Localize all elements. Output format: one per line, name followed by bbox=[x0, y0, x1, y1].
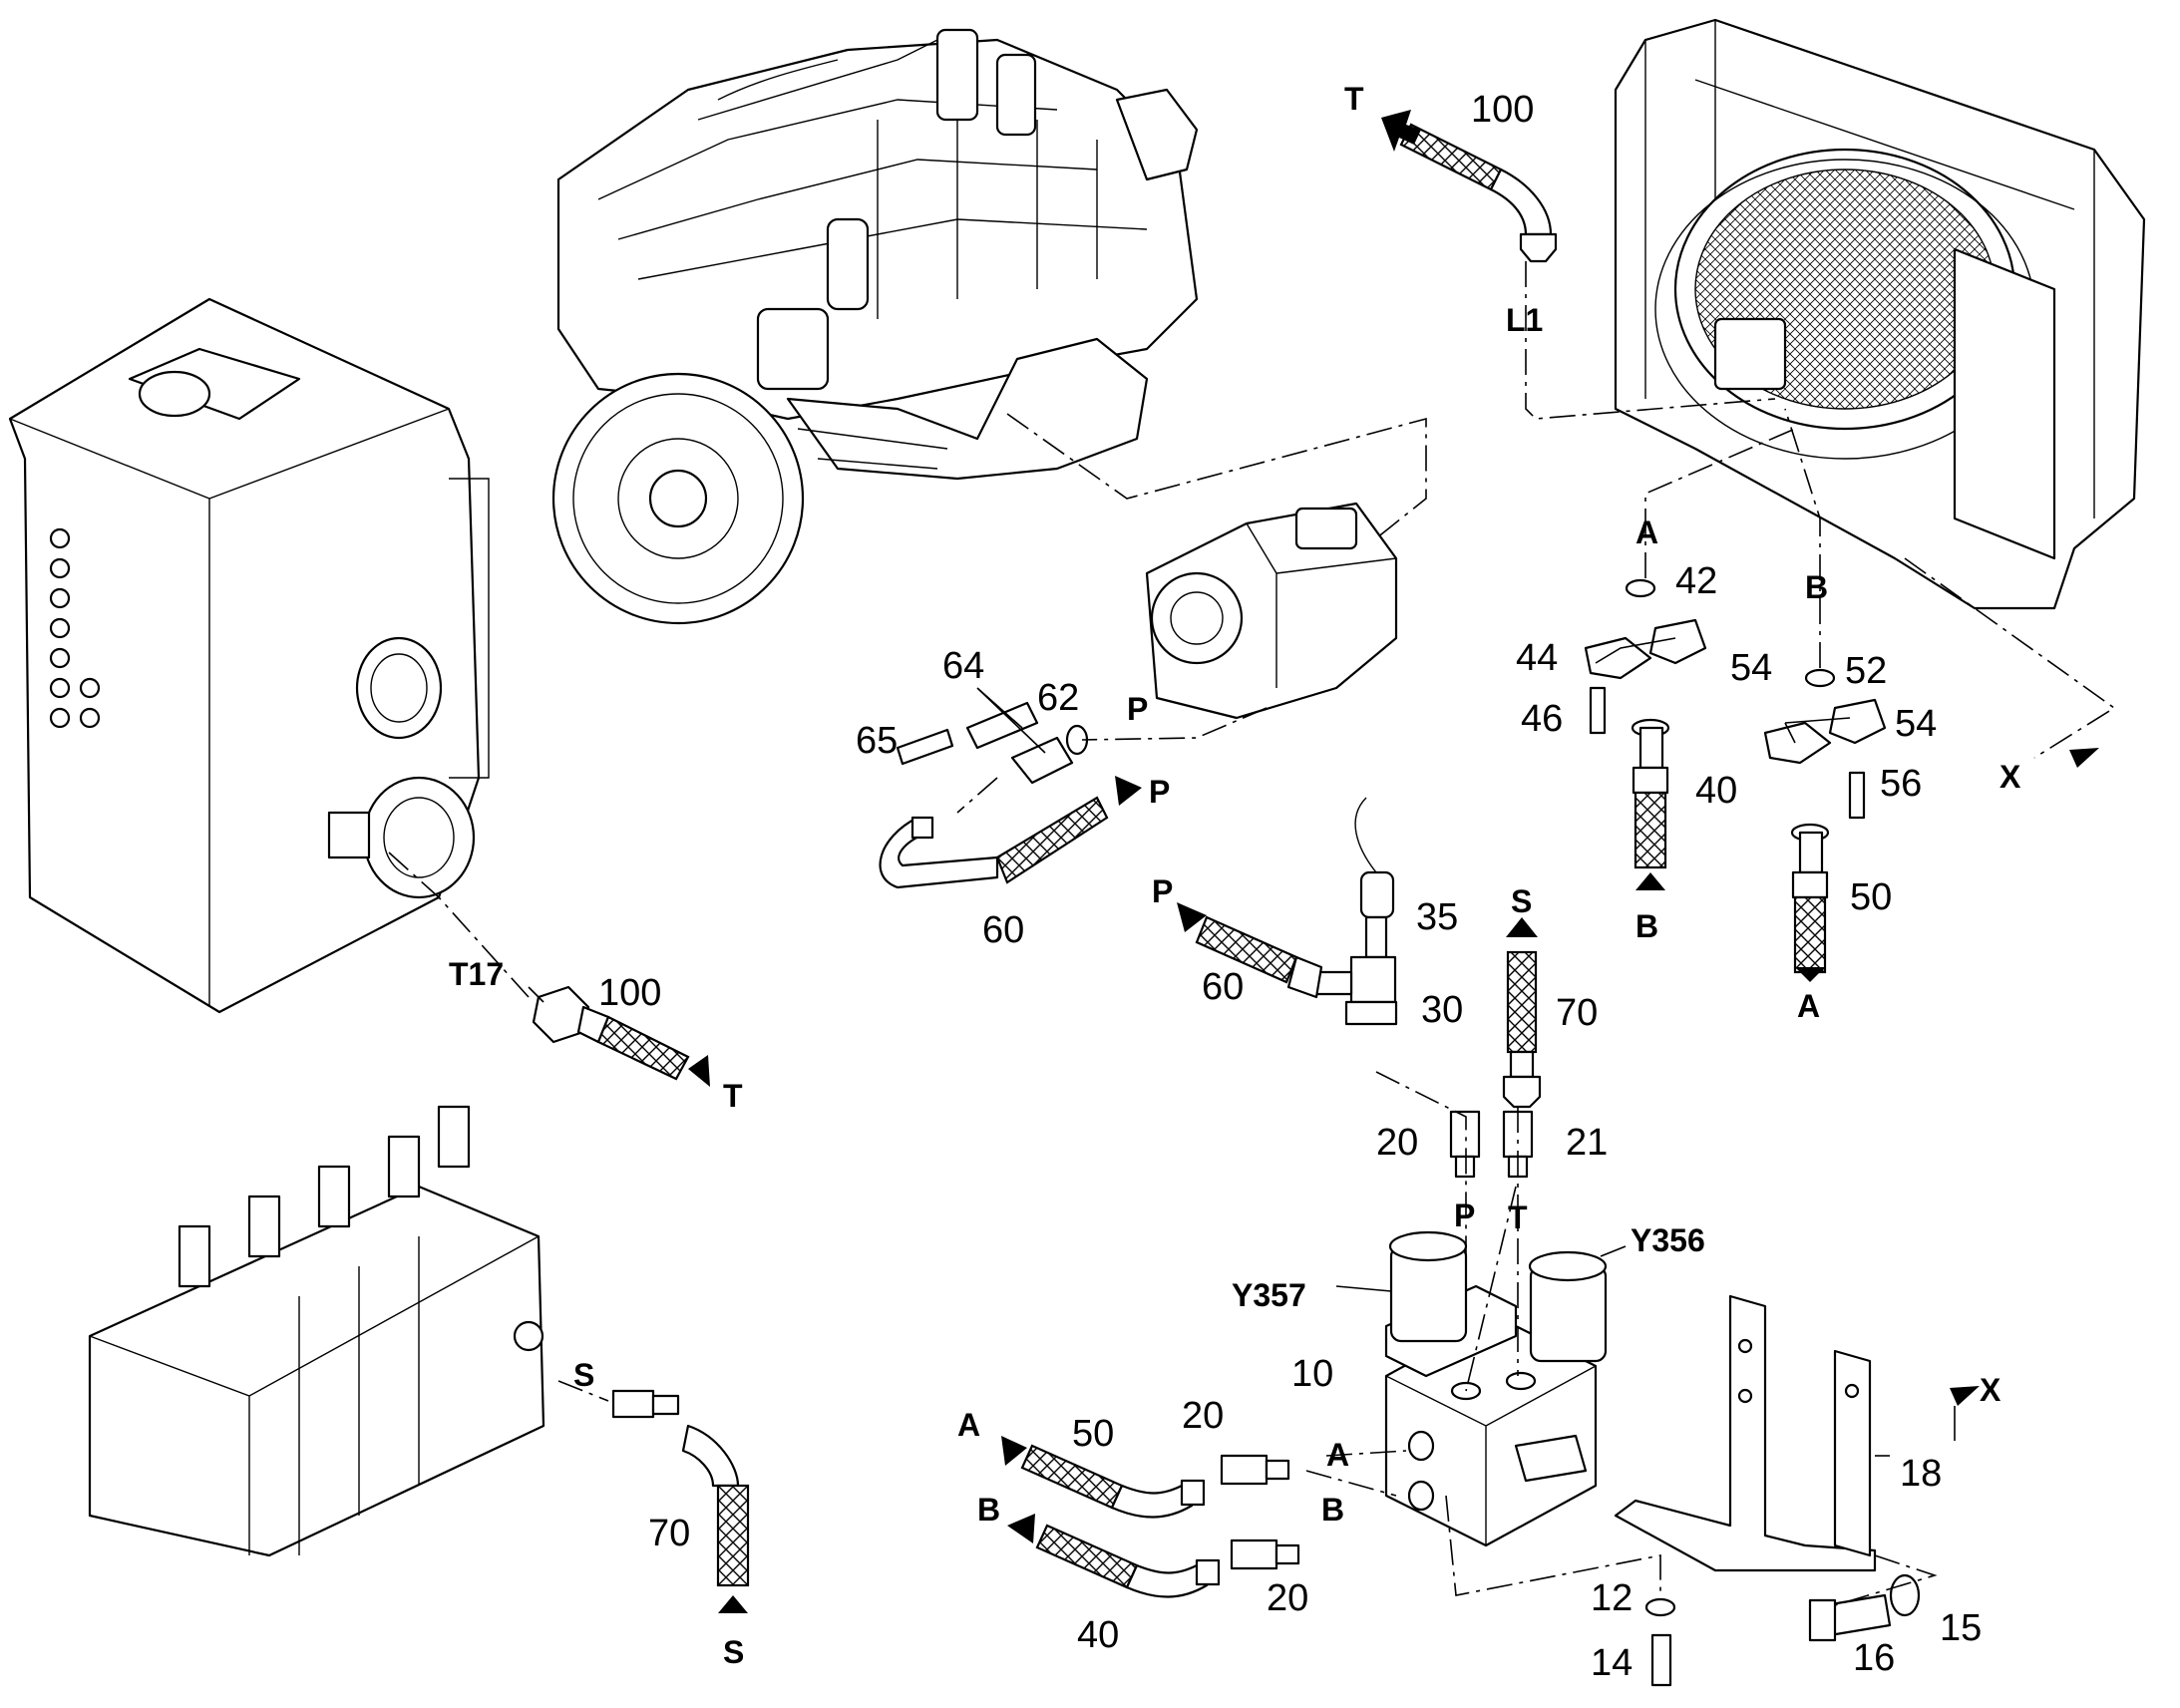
callout-S-bottom: S bbox=[723, 1634, 744, 1670]
callout-P-tee: P bbox=[1152, 873, 1173, 909]
callout-60-left: 60 bbox=[982, 909, 1024, 951]
arrow-T-transmission bbox=[688, 1055, 710, 1087]
callout-P-pump: P bbox=[1127, 691, 1148, 727]
callout-B-manifold: B bbox=[1321, 1492, 1344, 1528]
hose-50-bottom bbox=[1020, 1444, 1206, 1519]
callout-10: 10 bbox=[1291, 1353, 1333, 1395]
callout-50-bottom: 50 bbox=[1072, 1413, 1114, 1455]
leader-lines bbox=[388, 261, 2116, 1606]
callout-16: 16 bbox=[1853, 1637, 1895, 1679]
callout-50-top: 50 bbox=[1850, 876, 1892, 918]
callout-60-right: 60 bbox=[1202, 966, 1244, 1008]
callout-T-transmission: T bbox=[723, 1078, 743, 1114]
arrow-T-top bbox=[1381, 110, 1421, 152]
callout-100-transmission: 100 bbox=[598, 972, 661, 1014]
callout-B-left: B bbox=[977, 1492, 1000, 1528]
callout-54-right: 54 bbox=[1895, 703, 1937, 745]
flange-halves-44-54 bbox=[1584, 578, 1887, 820]
arrow-P-1 bbox=[1115, 776, 1142, 806]
callout-64: 64 bbox=[942, 645, 984, 687]
adapters-20-bottom bbox=[1220, 1454, 1300, 1570]
callout-44: 44 bbox=[1516, 637, 1558, 679]
arrow-S-bottom bbox=[718, 1595, 748, 1613]
callout-42: 42 bbox=[1675, 560, 1717, 602]
pump-pressure-hose-60 bbox=[879, 701, 1109, 889]
callout-A-radiator: A bbox=[1635, 514, 1658, 550]
arrow-B-up bbox=[1635, 872, 1665, 890]
transmission-housing bbox=[8, 297, 490, 1014]
callout-A-left: A bbox=[957, 1407, 980, 1443]
hose-100-transmission bbox=[532, 985, 690, 1081]
callout-14: 14 bbox=[1591, 1642, 1633, 1684]
callout-70-bottom: 70 bbox=[648, 1513, 690, 1554]
arrow-S-up bbox=[1506, 917, 1538, 937]
callout-18: 18 bbox=[1900, 1453, 1942, 1495]
callout-P-manifold: P bbox=[1454, 1197, 1475, 1233]
arrow-P-3 bbox=[1177, 902, 1207, 932]
hose-50-vertical bbox=[1790, 823, 1830, 974]
callout-A-bottom: A bbox=[1797, 988, 1820, 1024]
arrow-B-left bbox=[1007, 1514, 1035, 1543]
hose-70-valve bbox=[611, 1389, 750, 1587]
callout-40-bottom: 40 bbox=[1077, 1614, 1119, 1656]
arrow-X-right bbox=[2069, 748, 2099, 768]
callout-15: 15 bbox=[1940, 1607, 1982, 1649]
callout-A-manifold: A bbox=[1326, 1437, 1349, 1473]
callout-62: 62 bbox=[1037, 677, 1079, 719]
hose-100-radiator bbox=[1399, 123, 1558, 263]
callout-X-top: X bbox=[1999, 759, 2021, 795]
callout-B-radiator: B bbox=[1805, 569, 1828, 605]
callout-65: 65 bbox=[856, 720, 898, 762]
arrow-X-bottom bbox=[1950, 1386, 1980, 1406]
callout-Y356: Y356 bbox=[1631, 1222, 1705, 1258]
mounting-bracket-18 bbox=[1614, 1294, 1877, 1572]
callout-54-left: 54 bbox=[1730, 647, 1772, 689]
valve-manifold-10 bbox=[1384, 1230, 1608, 1547]
callout-20-bottom: 20 bbox=[1267, 1577, 1308, 1619]
callouts: 100 T L1 A 42 B 52 44 54 54 46 56 40 B 5… bbox=[449, 81, 2021, 1684]
tee-fitting-30-testpoint-35 bbox=[1195, 797, 1398, 1026]
callout-20-bottom-top: 20 bbox=[1182, 1395, 1224, 1437]
arrow-A-down bbox=[1795, 967, 1825, 982]
callout-X-bottom: X bbox=[1980, 1372, 2001, 1408]
engine bbox=[551, 28, 1199, 625]
callout-T17: T17 bbox=[449, 956, 504, 992]
hose-70-vertical bbox=[1502, 950, 1542, 1109]
radiator-cooler bbox=[1614, 18, 2146, 610]
callout-B-bottom: B bbox=[1635, 908, 1658, 944]
flow-arrows bbox=[688, 110, 2099, 1613]
callout-46: 46 bbox=[1521, 698, 1563, 740]
callout-21: 21 bbox=[1566, 1122, 1608, 1164]
callout-S-valve: S bbox=[573, 1357, 594, 1393]
callout-L1: L1 bbox=[1506, 302, 1543, 338]
control-valve-block bbox=[88, 1105, 545, 1557]
callout-Y357: Y357 bbox=[1232, 1277, 1306, 1313]
adapters-20-21 bbox=[1449, 1110, 1534, 1179]
arrow-A-left bbox=[1001, 1436, 1027, 1466]
callout-70-top: 70 bbox=[1556, 992, 1598, 1034]
callout-P-hose: P bbox=[1149, 774, 1170, 810]
callout-S-top: S bbox=[1511, 883, 1532, 919]
callout-12: 12 bbox=[1591, 1577, 1633, 1619]
callout-40-top: 40 bbox=[1695, 770, 1737, 812]
callout-100-top: 100 bbox=[1471, 89, 1534, 131]
callout-52: 52 bbox=[1845, 650, 1887, 692]
hydraulic-pump bbox=[1145, 502, 1398, 720]
hose-40-vertical bbox=[1631, 718, 1670, 869]
callout-30: 30 bbox=[1421, 989, 1463, 1031]
hose-40-bottom bbox=[1035, 1524, 1221, 1598]
callout-35: 35 bbox=[1416, 896, 1458, 938]
callout-T-manifold: T bbox=[1508, 1199, 1528, 1235]
callout-20-top: 20 bbox=[1376, 1122, 1418, 1164]
callout-T-top: T bbox=[1344, 81, 1364, 117]
callout-56: 56 bbox=[1880, 763, 1922, 805]
fasteners-12-14-15-16 bbox=[1644, 1573, 1921, 1687]
